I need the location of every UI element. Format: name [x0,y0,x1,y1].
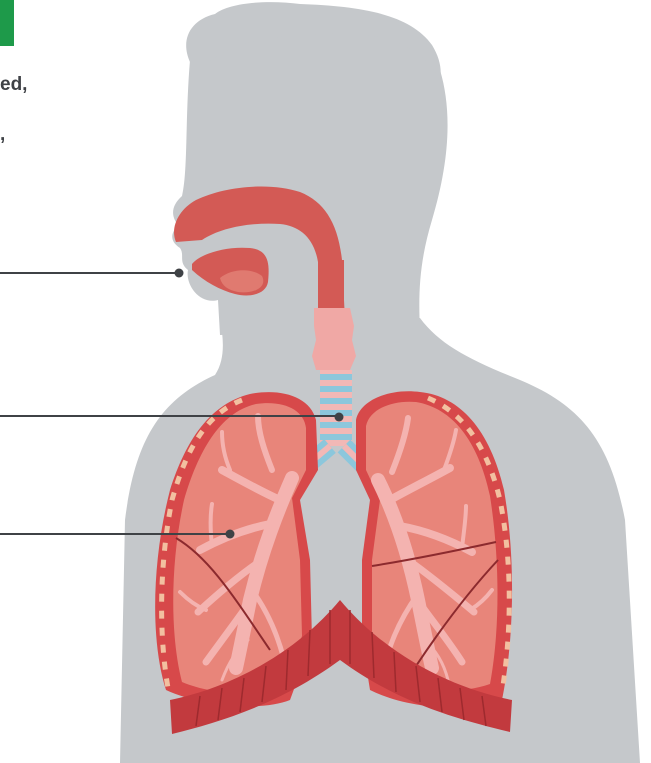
larynx [312,308,356,370]
mouth-pointer-dot [175,269,184,278]
trachea-pointer-dot [335,413,344,422]
mouth-pointer [0,269,184,278]
lung-pointer-dot [226,530,235,539]
